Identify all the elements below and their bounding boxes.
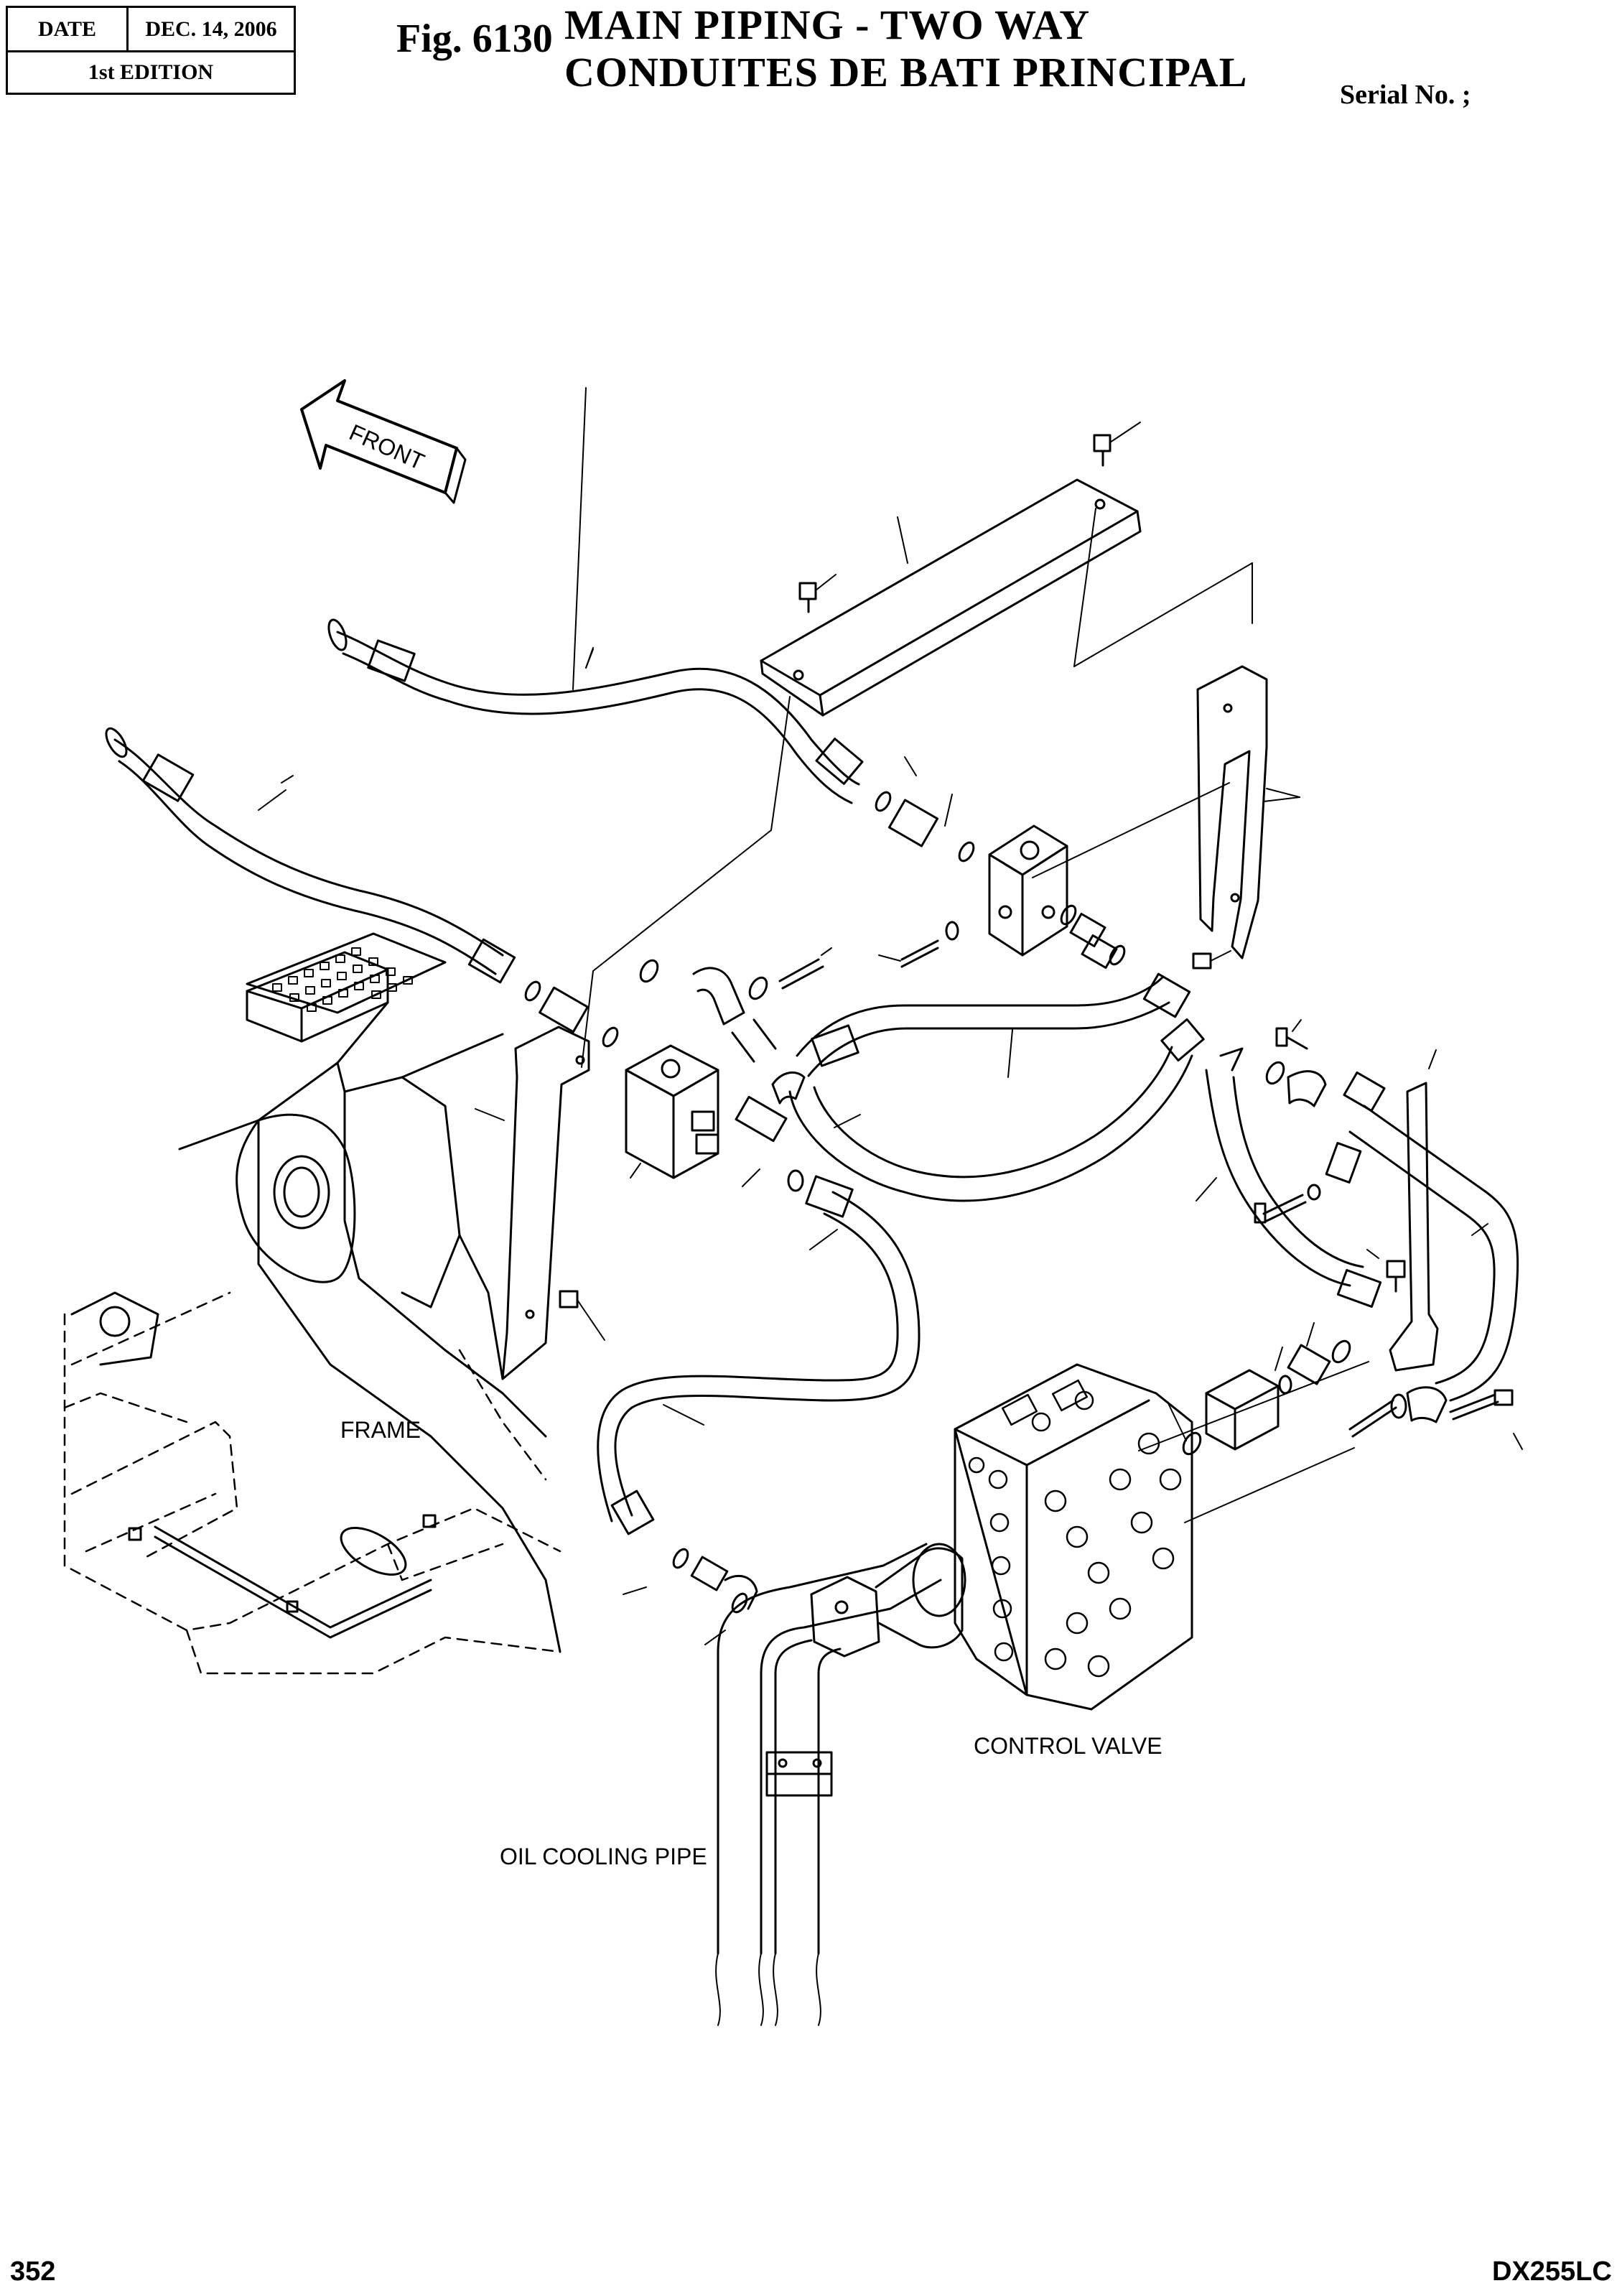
title-english: MAIN PIPING - TWO WAY bbox=[564, 1, 1091, 48]
date-label: DATE bbox=[8, 8, 129, 52]
upper-fittings bbox=[875, 756, 1126, 969]
title-french: CONDUITES DE BATI PRINCIPAL bbox=[564, 49, 1248, 96]
label-leaders bbox=[623, 1447, 1355, 1645]
left-lower-bracket bbox=[475, 1026, 605, 1380]
perforated-step-plate bbox=[246, 932, 447, 1014]
lower-long-hose bbox=[597, 1175, 921, 1614]
right-lower-fittings bbox=[1182, 1322, 1514, 1456]
control-valve-label: CONTROL VALVE bbox=[974, 1733, 1162, 1759]
figure-number: Fig. 6130 bbox=[396, 17, 553, 61]
right-upper-bracket bbox=[1192, 665, 1300, 970]
edition-label: 1st EDITION bbox=[88, 60, 214, 84]
page-number: 352 bbox=[10, 2257, 56, 2287]
upper-bracket-plate bbox=[760, 478, 1142, 717]
page-title: MAIN PIPING - TWO WAY CONDUITES DE BATI … bbox=[564, 1, 1247, 96]
frame-label: FRAME bbox=[340, 1417, 421, 1443]
upper-hose bbox=[327, 618, 864, 804]
center-elbows bbox=[639, 947, 832, 1105]
oil-cooling-pipe-label: OIL COOLING PIPE bbox=[500, 1844, 707, 1869]
oil-cooling-pipe bbox=[715, 1543, 966, 2026]
center-hose-loop bbox=[788, 972, 1205, 1202]
upper-valve-block bbox=[988, 824, 1068, 957]
bolt-top-left bbox=[798, 574, 837, 613]
date-edition-box: DATE DEC. 14, 2006 1st EDITION bbox=[6, 6, 296, 95]
tee-fitting bbox=[735, 1095, 804, 1192]
model-number: DX255LC bbox=[1492, 2257, 1612, 2287]
left-hose bbox=[105, 727, 516, 984]
control-valve bbox=[954, 1363, 1193, 1711]
right-pipe-assembly bbox=[1254, 1019, 1519, 1402]
bolt-top-right bbox=[1093, 422, 1141, 467]
right-hose bbox=[1196, 1047, 1382, 1308]
leader-lines bbox=[281, 387, 1523, 1451]
date-value: DEC. 14, 2006 bbox=[129, 8, 294, 52]
lower-valve-block bbox=[524, 980, 719, 1179]
frame-structure bbox=[63, 951, 561, 1675]
serial-number: Serial No. ; bbox=[1340, 80, 1471, 110]
front-label: FRONT bbox=[345, 419, 428, 475]
front-arrow: FRONT bbox=[300, 379, 467, 504]
